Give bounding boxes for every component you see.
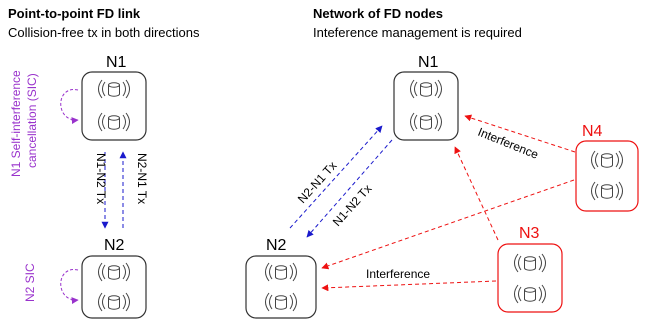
left-n1-node	[81, 71, 147, 141]
tx-arrow-right-n1-to-n2	[306, 139, 393, 238]
left-n1-label: N1	[106, 54, 127, 71]
right-link-label-n1-n2: N1-N2 Tx	[330, 182, 375, 229]
right-n4-node	[575, 140, 639, 212]
interference-label-n3: Interference	[366, 267, 430, 281]
left-n2-node	[81, 255, 147, 319]
right-n1-node	[393, 71, 459, 141]
sic-label-n1-line1: N1 Self-interference	[9, 70, 23, 177]
right-n4-label: N4	[582, 123, 603, 140]
right-panel-title: Network of FD nodes	[313, 6, 444, 21]
interference-arrow-n4-to-n2	[321, 179, 575, 270]
left-n2-label: N2	[104, 237, 125, 254]
left-link-label-n1-n2: N1-N2 Tx	[94, 153, 108, 204]
sic-label-n1-line2: cancellation (SIC)	[25, 73, 39, 168]
right-n1-label: N1	[418, 54, 439, 71]
interference-arrow-n4-to-n1	[464, 114, 576, 153]
right-n3-node	[497, 243, 563, 313]
left-link-label-n2-n1: N2-N1 Tx	[135, 153, 149, 204]
sic-label-n2: N2 SIC	[23, 263, 37, 302]
right-n3-label: N3	[519, 225, 540, 242]
left-panel-subtitle: Collision-free tx in both directions	[8, 25, 200, 40]
tx-arrow-right-n2-to-n1	[289, 125, 383, 229]
sic-arrow-n2	[60, 269, 79, 305]
interference-arrow-n3-to-n2	[321, 280, 497, 292]
sic-arrow-n1	[60, 89, 79, 125]
interference-arrow-n3-to-n1	[454, 146, 499, 241]
right-n2-node	[245, 255, 317, 319]
right-n2-label: N2	[266, 237, 287, 254]
right-link-label-n2-n1: N2-N1 Tx	[295, 159, 340, 206]
right-panel-subtitle: Inteference management is required	[313, 25, 522, 40]
left-panel-title: Point-to-point FD link	[8, 6, 141, 21]
